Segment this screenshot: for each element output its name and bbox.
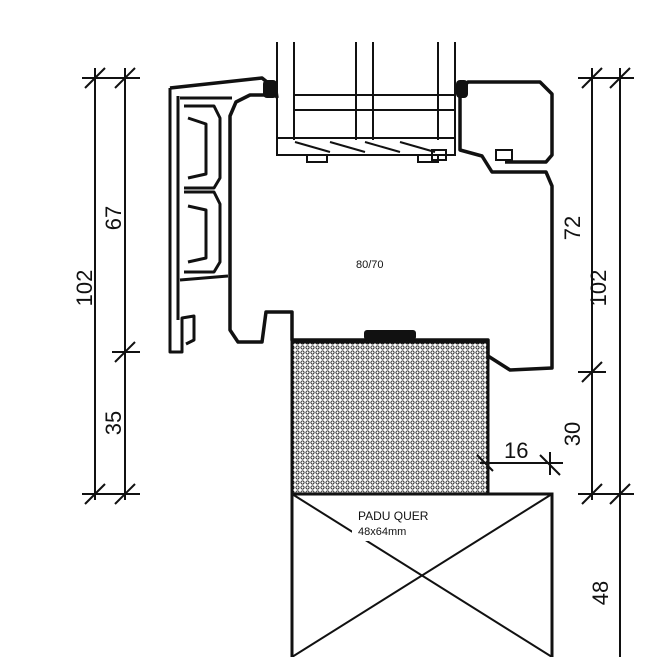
dim-left-upper: 67 [101, 206, 126, 230]
right-dimension-lines [578, 67, 634, 657]
dim-right-upper: 72 [560, 216, 585, 240]
profile-code-label: 80/70 [356, 259, 384, 271]
beam-name-label: PADU QUER [358, 509, 429, 523]
insulation-block [290, 340, 490, 496]
sash-slots [431, 149, 513, 161]
frame-profile [169, 76, 554, 372]
dim-left-total: 102 [72, 270, 97, 307]
dim-left-lower: 35 [101, 411, 126, 435]
left-dimension-lines [82, 67, 140, 505]
dim-beam-height: 48 [588, 581, 613, 605]
dim-right-total: 102 [586, 270, 611, 307]
cover-profile [168, 88, 232, 354]
beam-size-label: 48x64mm [358, 526, 406, 538]
dim-offset: 16 [504, 438, 528, 463]
frame-dark-seals [263, 80, 468, 340]
dim-right-lower: 30 [560, 422, 585, 446]
glazing-unit [276, 42, 456, 163]
beam-label-background [352, 505, 448, 541]
